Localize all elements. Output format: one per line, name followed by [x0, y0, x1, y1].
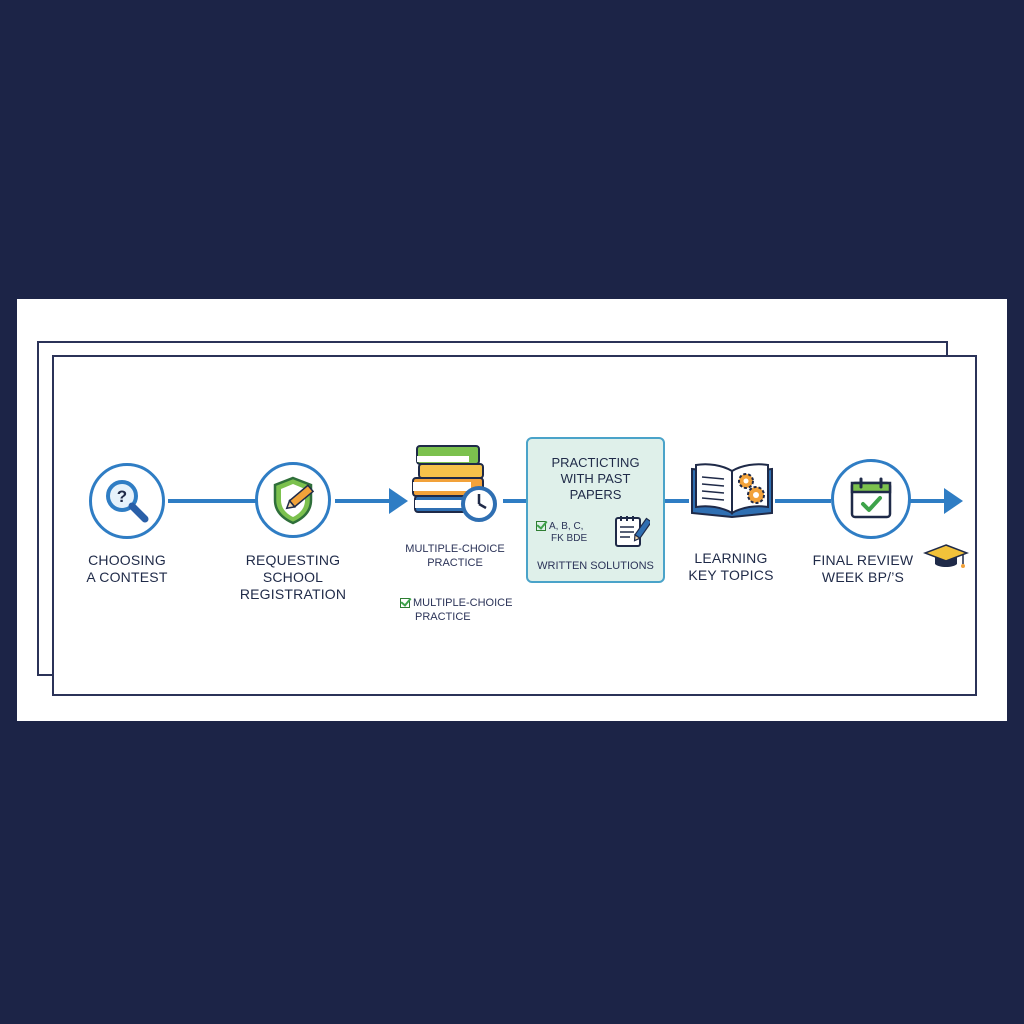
step-2-icon-circle — [255, 462, 331, 538]
step-6-label: FINAL REVIEW WEEK BP/’S — [812, 552, 914, 585]
front-frame — [52, 355, 977, 696]
check-icon — [400, 598, 410, 609]
written-solutions: WRITTEN SOLUTIONS — [537, 560, 654, 572]
step-1-label: CHOOSING A CONTEST — [86, 552, 168, 585]
connector-4-5 — [665, 499, 689, 503]
step-1-icon-circle: ? — [89, 463, 165, 539]
step-6-icon-circle — [831, 459, 911, 539]
step-3-label: MULTIPLE-CHOICE PRACTICE — [405, 543, 505, 569]
step-5-label: LEARNING KEY TOPICS — [688, 550, 774, 583]
notepad-pencil-icon — [615, 516, 650, 547]
answer-options: A, B, C, FK BDE — [536, 521, 587, 545]
calendar-check-icon — [850, 477, 892, 519]
magnifier-question-icon: ? — [106, 480, 149, 523]
shield-pencil-icon — [273, 476, 315, 525]
connector-3-4 — [503, 499, 526, 503]
step-4-label: PRACTICTING WITH PAST PAPERS — [551, 455, 640, 502]
step-3-checklist: MULTIPLE-CHOICE PRACTICE — [400, 596, 512, 624]
connector-1-2 — [168, 499, 258, 503]
graduation-cap-icon — [923, 544, 969, 568]
step-2-label: REQUESTING SCHOOL REGISTRATION — [239, 552, 347, 602]
check-icon — [536, 521, 546, 532]
connector-2-3 — [335, 499, 395, 503]
connector-6-end — [907, 499, 947, 503]
diagram-panel: ? CHOOSING A CONTEST REQUESTING SCHOOL R… — [17, 299, 1007, 721]
arrowhead-end — [944, 488, 963, 514]
arrowhead-2-3 — [389, 488, 408, 514]
books-clock-icon — [412, 445, 497, 522]
connector-5-6 — [775, 499, 831, 503]
step-4-highlight-box: PRACTICTING WITH PAST PAPERS A, B, C, FK… — [526, 437, 665, 583]
svg-text:?: ? — [117, 487, 127, 506]
open-book-gears-icon — [691, 463, 773, 519]
